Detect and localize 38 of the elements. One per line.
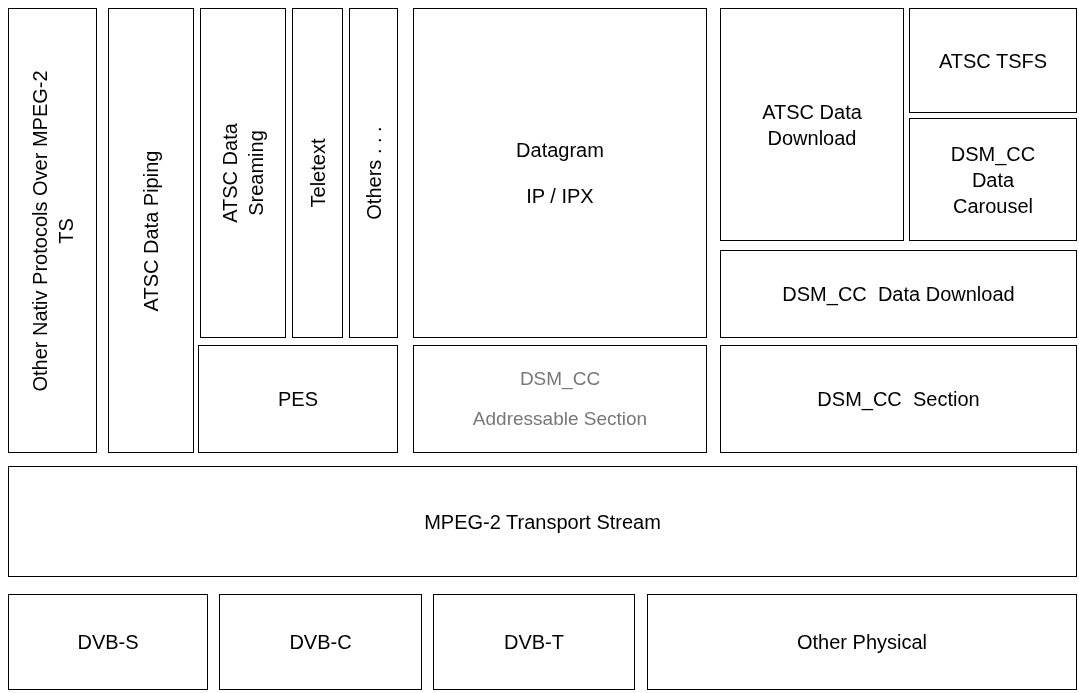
layer-box <box>8 466 1077 577</box>
layer-box <box>8 594 208 690</box>
layer-box <box>909 8 1077 113</box>
layer-label: DVB-S <box>77 630 139 655</box>
layer-label: DSM_CC Section <box>817 387 980 412</box>
layer-label: Others . . . <box>361 125 386 222</box>
layer-label: DVB-T <box>504 630 564 655</box>
layer-box <box>413 8 707 338</box>
layer-box <box>909 118 1077 241</box>
layer-label: Other Nativ Protocols Over MPEG-2 TS <box>27 68 78 394</box>
layer-label: ATSC Data Download <box>761 99 863 151</box>
layer-label: DSM_CC <box>519 367 601 392</box>
layer-label: MPEG-2 Transport Stream <box>424 509 661 535</box>
layer-label: ATSC Data Piping <box>139 149 163 314</box>
layer-box <box>720 8 904 241</box>
layer-box <box>433 594 635 690</box>
layer-label: IP / IPX <box>526 184 594 209</box>
layer-label: Teletext <box>305 137 330 210</box>
layer-box <box>647 594 1077 690</box>
layer-label: Addressable Section <box>472 407 648 431</box>
layer-box <box>108 8 194 453</box>
layer-label: DSM_CC Data Download <box>781 282 1016 307</box>
layer-label: ATSC TSFS <box>937 48 1049 74</box>
layer-label: PES <box>278 387 318 412</box>
layer-label: Datagram <box>516 138 604 163</box>
layer-box <box>720 250 1077 338</box>
layer-box <box>200 8 286 338</box>
layer-box <box>292 8 343 338</box>
layer-label: DVB-C <box>289 630 352 655</box>
layer-box <box>349 8 398 338</box>
layer-box <box>8 8 97 453</box>
layer-box <box>198 345 398 453</box>
layer-box <box>413 345 707 453</box>
layer-label: ATSC Data Sreaming <box>218 122 268 225</box>
layer-label: Other Physical <box>796 630 928 655</box>
layer-label: DSM_CC Data Carousel <box>949 141 1037 219</box>
layer-box <box>219 594 422 690</box>
layer-box <box>720 345 1077 453</box>
